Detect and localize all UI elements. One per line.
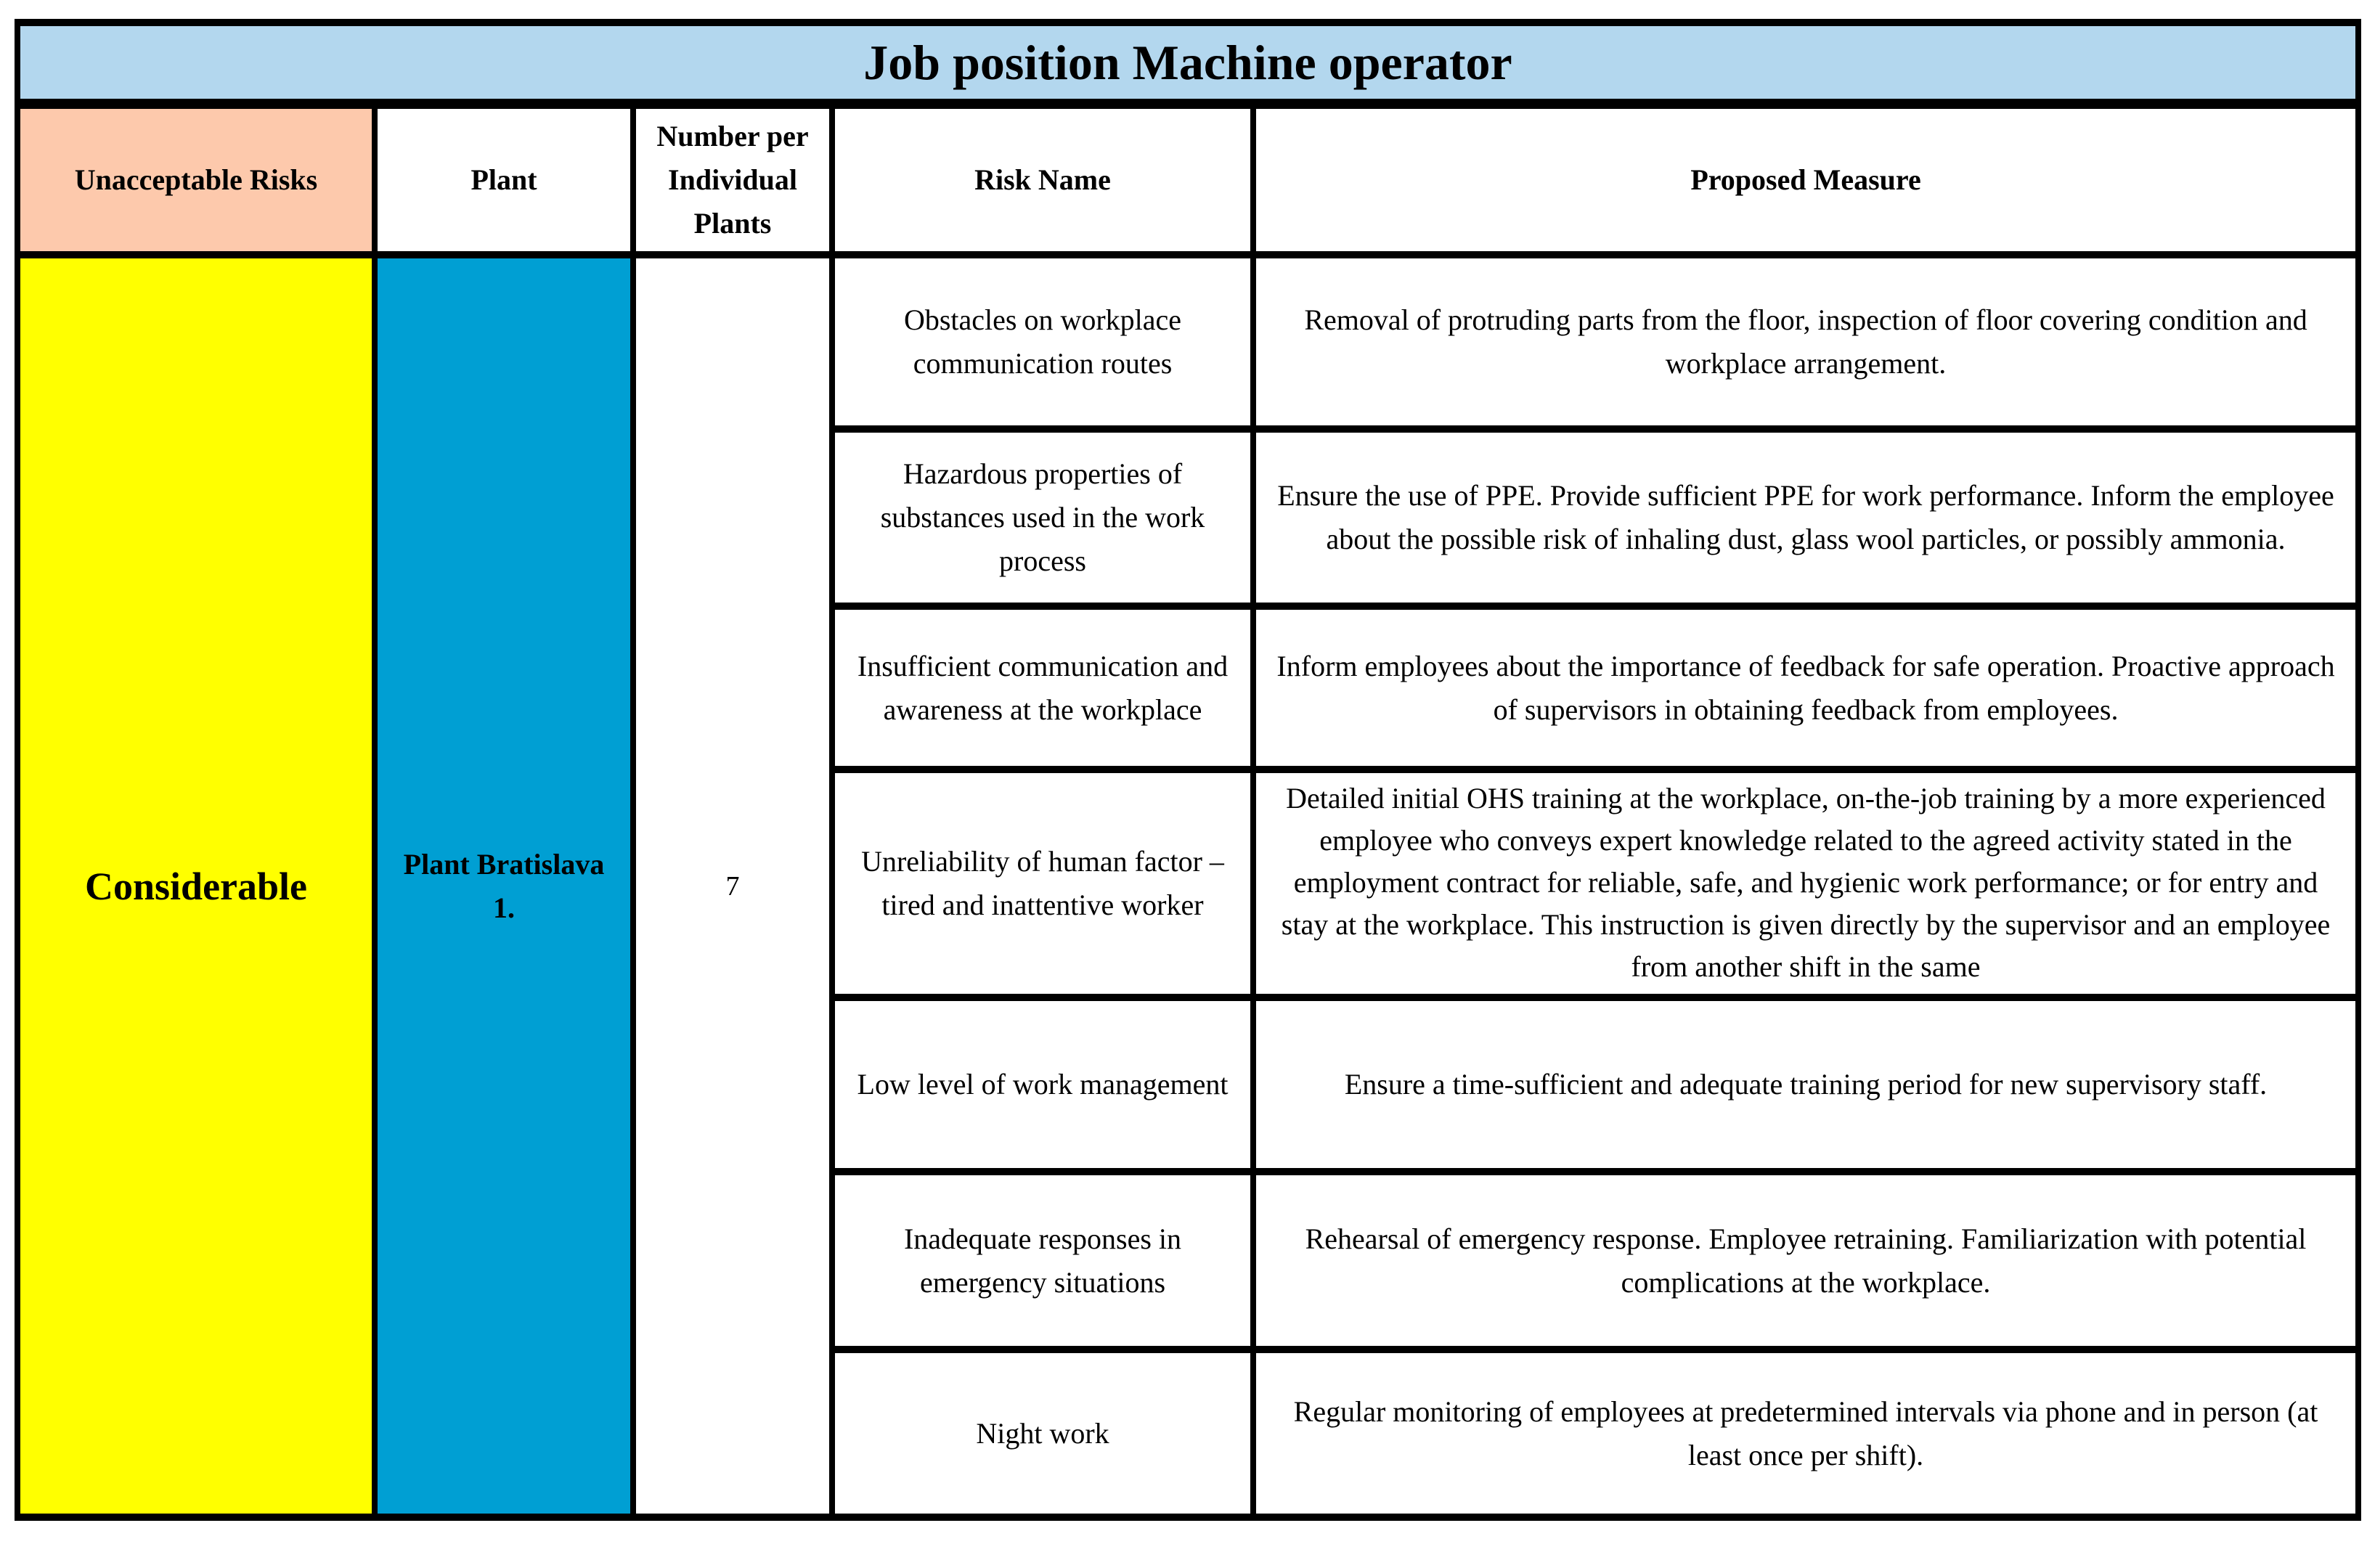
risk-table-container: Job position Machine operator Unacceptab… bbox=[14, 19, 2362, 1521]
measure-cell-2: Ensure the use of PPE. Provide sufficien… bbox=[1250, 425, 2362, 610]
measure-cell-6: Rehearsal of emergency response. Employe… bbox=[1250, 1168, 2362, 1353]
table-title: Job position Machine operator bbox=[14, 19, 2362, 109]
table-row: Inadequate responses in emergency situat… bbox=[17, 1168, 2362, 1353]
col-header-number-per-individual-plants: Number per Individual Plants bbox=[630, 100, 835, 258]
table-row: Hazardous properties of substances used … bbox=[17, 425, 2362, 610]
risk-name-cell-2: Hazardous properties of substances used … bbox=[829, 425, 1256, 610]
table-row: Unreliability of human factor – tired an… bbox=[17, 766, 2362, 1001]
risk-name-cell-6: Inadequate responses in emergency situat… bbox=[829, 1168, 1256, 1353]
measure-cell-7: Regular monitoring of employees at prede… bbox=[1250, 1346, 2362, 1521]
table-row: Low level of work management Ensure a ti… bbox=[17, 994, 2362, 1175]
col-header-risk-name: Risk Name bbox=[829, 100, 1256, 258]
col-header-proposed-measure: Proposed Measure bbox=[1250, 100, 2362, 258]
risk-level-cell: Considerable bbox=[15, 251, 378, 1521]
measure-cell-1: Removal of protruding parts from the flo… bbox=[1250, 251, 2362, 433]
table-row: Insufficient communication and awareness… bbox=[17, 603, 2362, 773]
risk-name-cell-5: Low level of work management bbox=[829, 994, 1256, 1175]
risk-name-cell-7: Night work bbox=[829, 1346, 1256, 1521]
risk-name-cell-4: Unreliability of human factor – tired an… bbox=[829, 766, 1256, 1001]
col-header-unacceptable-risks: Unacceptable Risks bbox=[15, 100, 378, 258]
risk-name-cell-3: Insufficient communication and awareness… bbox=[829, 603, 1256, 773]
col-header-plant: Plant bbox=[372, 100, 636, 258]
risk-table: Job position Machine operator Unacceptab… bbox=[14, 19, 2362, 1521]
table-row: Night work Regular monitoring of employe… bbox=[17, 1346, 2362, 1521]
measure-cell-3: Inform employees about the importance of… bbox=[1250, 603, 2362, 773]
risk-name-cell-1: Obstacles on workplace communication rou… bbox=[829, 251, 1256, 433]
table-row: Considerable Plant Bratislava 1. 7 Obsta… bbox=[15, 251, 2362, 1521]
plant-cell: Plant Bratislava 1. bbox=[372, 251, 636, 1521]
number-per-plant-cell: 7 bbox=[630, 251, 835, 1521]
measure-cell-5: Ensure a time-sufficient and adequate tr… bbox=[1250, 994, 2362, 1175]
measure-cell-4: Detailed initial OHS training at the wor… bbox=[1250, 766, 2362, 1001]
